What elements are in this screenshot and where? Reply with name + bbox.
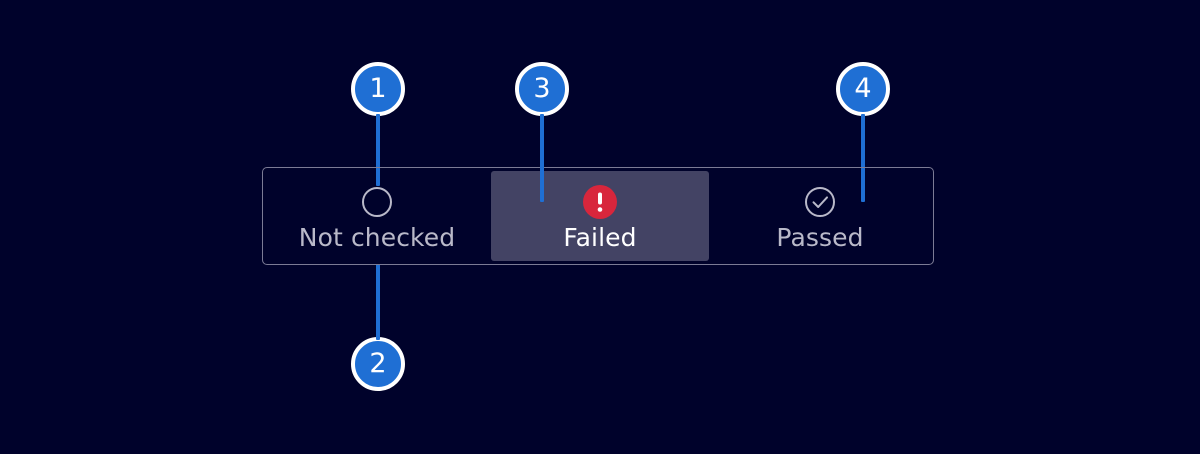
callout-leader-line-1 (376, 114, 380, 186)
callout-leader-line-4 (861, 114, 865, 202)
segment-label-passed: Passed (776, 222, 864, 252)
callout-leader-line-3 (540, 114, 544, 202)
callout-badge-1: 1 (351, 62, 405, 116)
callout-badge-3-number: 3 (533, 72, 551, 104)
segment-passed[interactable]: Passed (709, 168, 931, 264)
segment-label-not-checked: Not checked (298, 222, 456, 252)
segment-not-checked[interactable]: Not checked (263, 168, 491, 264)
segment-failed[interactable]: Failed (491, 171, 709, 261)
callout-badge-4-number: 4 (854, 72, 872, 104)
callout-leader-line-2 (376, 264, 380, 340)
callout-badge-4: 4 (836, 62, 890, 116)
callout-badge-2-number: 2 (369, 347, 387, 379)
status-segmented-control[interactable]: Not checked Failed Passed (262, 167, 934, 265)
circle-outline-icon (361, 185, 393, 219)
callout-badge-3: 3 (515, 62, 569, 116)
check-circle-icon (804, 185, 836, 219)
error-exclamation-icon (583, 184, 617, 219)
callout-badge-1-number: 1 (369, 72, 387, 104)
segment-label-failed: Failed (563, 222, 637, 252)
callout-badge-2: 2 (351, 337, 405, 391)
